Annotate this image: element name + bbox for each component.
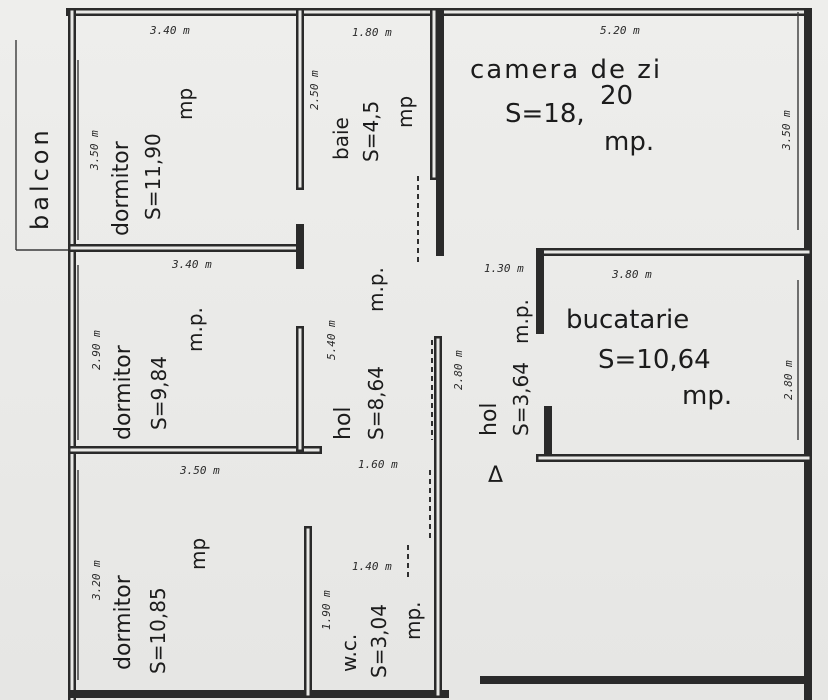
entry-marker-icon: Δ (488, 463, 503, 488)
room-bucatarie: 3.80 m 2.80 m bucatarie S=10,64 mp. (566, 268, 795, 411)
camera-dim-top: 5.20 m (600, 24, 640, 37)
dormitor-3-name: dormitor (111, 574, 136, 670)
wc-dim-side: 1.90 m (320, 590, 333, 630)
thin-lines (15, 12, 799, 680)
hol-1-area: S=8,64 (364, 366, 388, 440)
hol-1-unit: m.p. (364, 267, 388, 312)
wc-unit: mp. (401, 601, 425, 640)
room-baie: 1.80 m 2.50 m baie S=4,5 mp (308, 26, 417, 162)
baie-name: baie (329, 117, 353, 160)
door-openings (407, 176, 433, 580)
hol-2-dim-top: 1.30 m (484, 262, 524, 275)
room-camera-de-zi: 5.20 m 3.50 m camera de zi S=18, 20 mp. (470, 24, 793, 157)
hol-2-dim-side: 2.80 m (452, 350, 465, 390)
dormitor-1-unit: mp (173, 88, 197, 120)
dormitor-2-unit: m.p. (183, 307, 207, 352)
room-hol-2: 1.30 m 2.80 m hol S=3,64 m.p. (452, 262, 533, 436)
wc-name: w.c. (337, 634, 361, 672)
hol-1-dim-bottom: 1.60 m (358, 458, 398, 471)
bucatarie-dim-side: 2.80 m (782, 360, 795, 400)
wc-area: S=3,04 (367, 604, 391, 678)
room-dormitor-1: 3.40 m 3.50 m dormitor S=11,90 mp (88, 24, 197, 236)
hol-2-area: S=3,64 (509, 362, 533, 436)
camera-area-sup: 20 (600, 81, 633, 111)
dormitor-2-dim-side: 2.90 m (90, 330, 103, 370)
bucatarie-area: S=10,64 (598, 345, 711, 375)
walls (66, 8, 812, 700)
baie-area: S=4,5 (359, 101, 383, 162)
hol-2-unit: m.p. (509, 299, 533, 344)
dormitor-1-dim-side: 3.50 m (88, 130, 101, 171)
camera-name: camera de zi (470, 55, 662, 85)
bucatarie-unit: mp. (682, 381, 732, 411)
camera-dim-side: 3.50 m (780, 110, 793, 151)
wc-dim-top: 1.40 m (352, 560, 392, 573)
baie-unit: mp (393, 96, 417, 128)
camera-unit: mp. (604, 127, 654, 157)
dormitor-1-dim-top: 3.40 m (149, 24, 190, 37)
dormitor-3-area: S=10,85 (146, 587, 170, 674)
room-dormitor-2: 3.40 m 2.90 m dormitor S=9,84 m.p. (90, 258, 212, 440)
dormitor-2-dim-top: 3.40 m (171, 258, 212, 271)
room-wc: 1.40 m 1.90 m w.c. S=3,04 mp. (320, 560, 425, 678)
camera-area-prefix: S=18, (505, 99, 585, 129)
dormitor-1-name: dormitor (109, 140, 134, 236)
baie-dim-side: 2.50 m (308, 70, 321, 110)
hol-1-name: hol (331, 406, 356, 440)
dormitor-3-dim-top: 3.50 m (179, 464, 220, 477)
room-dormitor-3: 3.50 m 3.20 m dormitor S=10,85 mp (90, 464, 220, 674)
bucatarie-dim-top: 3.80 m (611, 268, 652, 281)
dormitor-3-dim-side: 3.20 m (90, 560, 103, 601)
dormitor-2-area: S=9,84 (147, 356, 171, 430)
hol-1-dim-side: 5.40 m (325, 320, 338, 360)
dormitor-1-area: S=11,90 (141, 133, 165, 220)
bucatarie-name: bucatarie (566, 305, 689, 335)
balcony-label: balcon (26, 126, 54, 230)
baie-dim-top: 1.80 m (352, 26, 392, 39)
dormitor-2-name: dormitor (111, 344, 136, 440)
room-hol-1: 5.40 m hol S=8,64 m.p. 1.60 m (325, 267, 398, 471)
dormitor-3-unit: mp (186, 538, 210, 570)
hol-2-name: hol (477, 402, 502, 436)
